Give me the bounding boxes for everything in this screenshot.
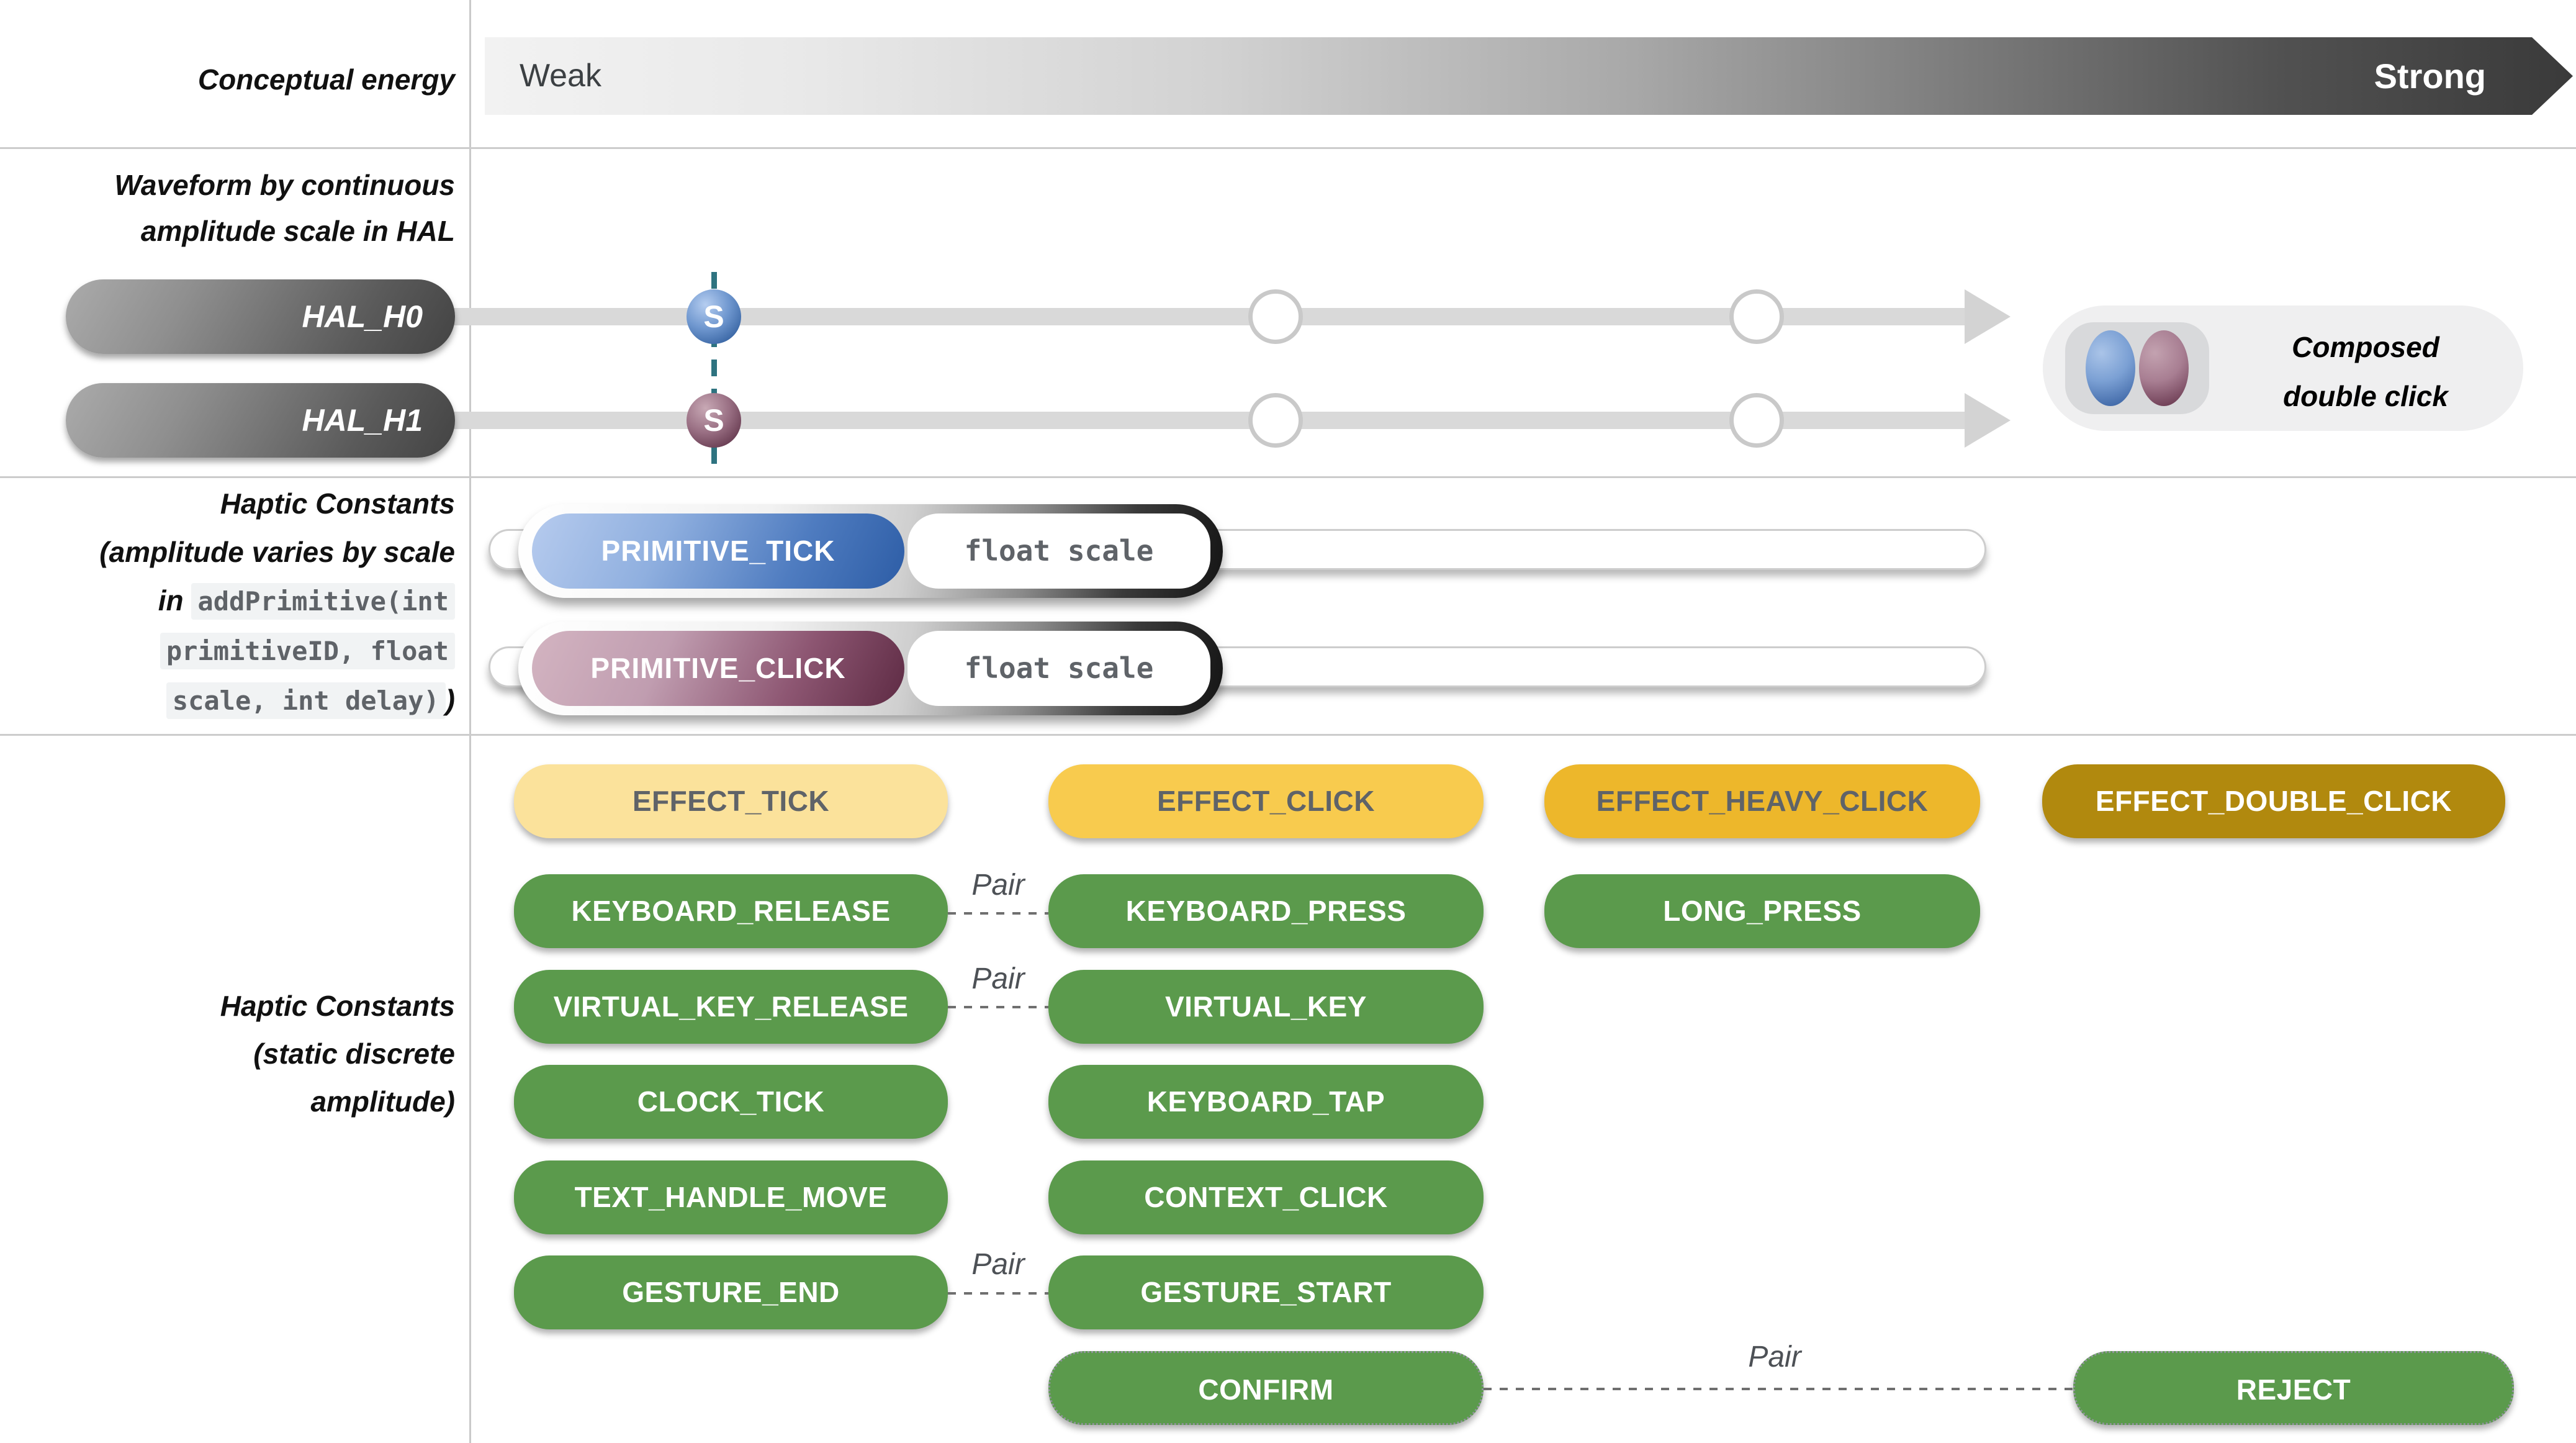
hal-h1-arrowhead-icon bbox=[1965, 393, 2011, 448]
row-header-static-constants: Haptic Constants (static discrete amplit… bbox=[0, 982, 455, 1126]
constant-reject: REJECT bbox=[2073, 1351, 2514, 1425]
scale-alignment-dashed-line bbox=[711, 272, 717, 466]
composed-label: Composed double click bbox=[2223, 323, 2508, 421]
row-divider-3 bbox=[0, 734, 2576, 736]
constant-virtual-key: VIRTUAL_KEY bbox=[1048, 970, 1484, 1044]
prim-label-line4: primitiveID, float bbox=[0, 626, 455, 676]
weak-label: Weak bbox=[520, 58, 601, 94]
primitive-tick-slider: PRIMITIVE_TICK float scale bbox=[518, 504, 1223, 598]
constant-clock-tick: CLOCK_TICK bbox=[514, 1065, 948, 1139]
prim-label-line3-code: addPrimitive(int bbox=[191, 583, 455, 620]
primitive-tick-param: float scale bbox=[907, 513, 1210, 589]
hal-h0-node-2 bbox=[1729, 289, 1784, 344]
pair-line-gesture bbox=[948, 1292, 1048, 1295]
constant-gesture-start: GESTURE_START bbox=[1048, 1255, 1484, 1329]
composed-double-click-badge: Composed double click bbox=[2043, 305, 2523, 431]
constant-text-handle-move: TEXT_HANDLE_MOVE bbox=[514, 1160, 948, 1234]
constant-gesture-end: GESTURE_END bbox=[514, 1255, 948, 1329]
static-label-line3: amplitude) bbox=[310, 1085, 455, 1118]
constant-effect-heavy-click: EFFECT_HEAVY_CLICK bbox=[1544, 764, 1980, 838]
constant-effect-tick: EFFECT_TICK bbox=[514, 764, 948, 838]
constant-context-click: CONTEXT_CLICK bbox=[1048, 1160, 1484, 1234]
hal-label-line2: amplitude scale in HAL bbox=[140, 215, 455, 247]
pair-label-gesture: Pair bbox=[971, 1248, 1025, 1281]
prim-label-line5-code: scale, int delay) bbox=[166, 682, 446, 719]
constant-effect-double-click: EFFECT_DOUBLE_CLICK bbox=[2042, 764, 2505, 838]
composed-label-line2: double click bbox=[2283, 380, 2448, 412]
row-divider-1 bbox=[0, 147, 2576, 149]
composed-pulses-box bbox=[2065, 322, 2209, 414]
hal-h0-pill: HAL_H0 bbox=[66, 279, 455, 354]
static-label-line2: (static discrete bbox=[253, 1038, 455, 1070]
primitive-tick-pill: PRIMITIVE_TICK bbox=[532, 513, 904, 589]
hal-label-line1: Waveform by continuous bbox=[114, 169, 455, 201]
hal-h0-arrowhead-icon bbox=[1965, 289, 2011, 344]
row-header-hal-waveform: Waveform by continuous amplitude scale i… bbox=[0, 162, 455, 254]
static-label-line1: Haptic Constants bbox=[220, 990, 455, 1022]
prim-label-line1: Haptic Constants bbox=[220, 487, 455, 520]
row-divider-2 bbox=[0, 476, 2576, 478]
pair-label-virtual-key: Pair bbox=[971, 962, 1025, 995]
pair-label-confirm-reject: Pair bbox=[1748, 1341, 1801, 1373]
primitive-click-pill: PRIMITIVE_CLICK bbox=[532, 631, 904, 706]
pulse-maroon-icon bbox=[2139, 330, 2189, 406]
prim-label-line2: (amplitude varies by scale bbox=[99, 536, 455, 568]
prim-label-line3: in addPrimitive(int bbox=[0, 576, 455, 626]
pair-line-virtual-key bbox=[948, 1006, 1048, 1008]
prim-label-line4-code: primitiveID, float bbox=[160, 633, 455, 669]
row-header-conceptual-energy: Conceptual energy bbox=[197, 63, 455, 96]
hal-h1-pill: HAL_H1 bbox=[66, 383, 455, 458]
constant-confirm: CONFIRM bbox=[1048, 1351, 1484, 1425]
composed-label-line1: Composed bbox=[2292, 331, 2439, 363]
constant-keyboard-release: KEYBOARD_RELEASE bbox=[514, 874, 948, 948]
pulse-blue-icon bbox=[2086, 330, 2135, 406]
constant-virtual-key-release: VIRTUAL_KEY_RELEASE bbox=[514, 970, 948, 1044]
hal-h1-node-1 bbox=[1248, 393, 1303, 448]
prim-label-line5: scale, int delay)) bbox=[0, 676, 455, 725]
hal-h0-node-1 bbox=[1248, 289, 1303, 344]
constant-keyboard-press: KEYBOARD_PRESS bbox=[1048, 874, 1484, 948]
pair-line-keyboard bbox=[948, 912, 1048, 915]
prim-label-line5-suffix: ) bbox=[445, 684, 455, 716]
prim-label-line3-prefix: in bbox=[158, 584, 192, 617]
column-divider bbox=[469, 0, 471, 1443]
row-header-primitives: Haptic Constants (amplitude varies by sc… bbox=[0, 479, 455, 725]
constant-keyboard-tap: KEYBOARD_TAP bbox=[1048, 1065, 1484, 1139]
strong-label: Strong bbox=[2374, 57, 2486, 96]
pair-label-keyboard: Pair bbox=[971, 869, 1025, 902]
hal-h0-scale-marker: S bbox=[687, 289, 741, 344]
constant-long-press: LONG_PRESS bbox=[1544, 874, 1980, 948]
hal-h1-node-2 bbox=[1729, 393, 1784, 448]
primitive-click-slider: PRIMITIVE_CLICK float scale bbox=[518, 622, 1223, 715]
constant-effect-click: EFFECT_CLICK bbox=[1048, 764, 1484, 838]
hal-h1-scale-marker: S bbox=[687, 393, 741, 448]
pair-line-confirm-reject bbox=[1484, 1388, 2073, 1390]
energy-gradient-arrow: Weak Strong bbox=[485, 37, 2573, 115]
primitive-click-param: float scale bbox=[907, 631, 1210, 706]
